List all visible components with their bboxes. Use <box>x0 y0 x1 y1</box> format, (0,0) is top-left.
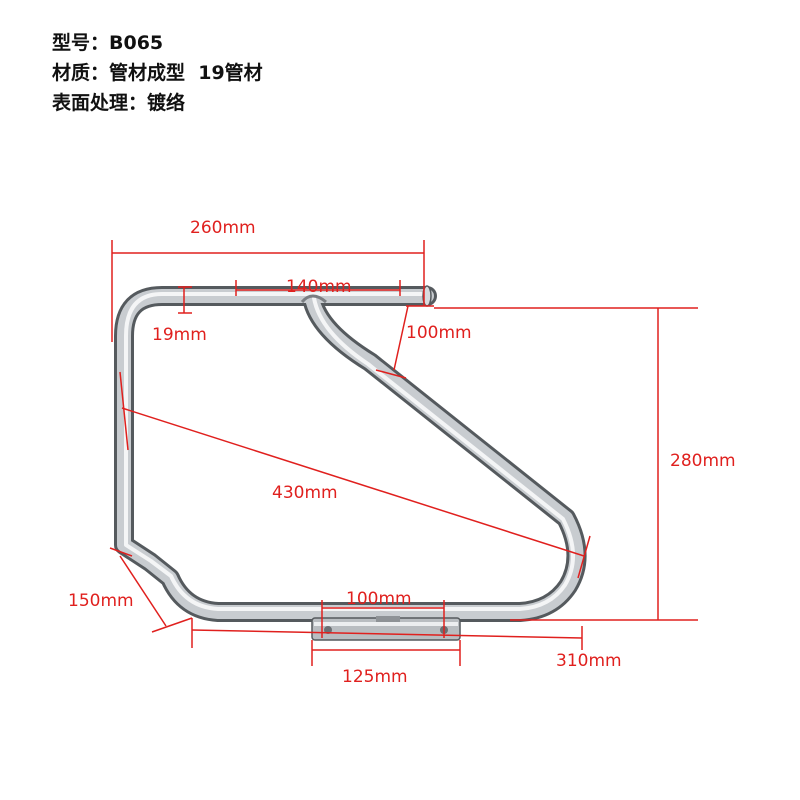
dim-plate-length: 125mm <box>342 667 408 687</box>
tube-t-joint <box>300 294 327 304</box>
model-number: 型号：B065 <box>52 32 164 54</box>
dim-diagonal: 430mm <box>272 483 338 503</box>
dim-overall-width: 260mm <box>190 218 256 238</box>
mounting-plate <box>311 616 461 641</box>
dim-bottom-length: 310mm <box>556 651 622 671</box>
dim-height: 280mm <box>670 451 736 471</box>
surface-finish: 表面处理：镀络 <box>52 92 186 114</box>
dimension-labels: 260mm 140mm 19mm 100mm 280mm 430mm 150mm… <box>68 218 736 687</box>
dim-top-bar: 140mm <box>286 277 352 297</box>
dim-lower-bend: 150mm <box>68 591 134 611</box>
dim-bottom-plate: 100mm <box>346 589 412 609</box>
spec-block: 型号：B065 材质：管材成型 19管材 表面处理：镀络 <box>52 28 263 118</box>
mounting-plate-shine <box>314 622 458 626</box>
dim-tube-diameter: 19mm <box>152 325 207 345</box>
dimension-lines <box>109 240 698 666</box>
material-spec: 材质：管材成型 19管材 <box>52 62 263 84</box>
mounting-plate-weld <box>376 616 400 622</box>
tube-main-highlight <box>124 292 575 611</box>
dim-upper-drop: 100mm <box>406 323 472 343</box>
